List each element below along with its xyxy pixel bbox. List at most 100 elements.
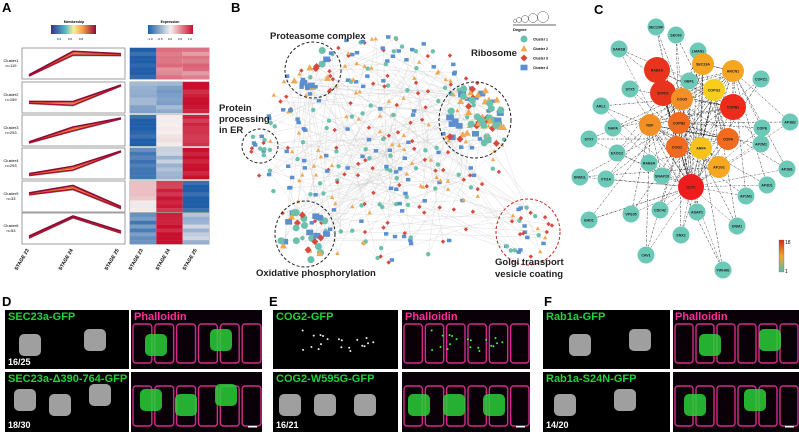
interaction-edge <box>618 48 715 91</box>
network-node <box>300 77 306 82</box>
scale-bar <box>785 426 794 428</box>
network-node <box>465 108 473 115</box>
protein-node: AP1G1 <box>708 156 730 178</box>
network-node <box>329 194 335 199</box>
network-node <box>342 172 347 177</box>
heatmap-cell <box>156 109 183 114</box>
interaction-edge <box>605 122 680 180</box>
network-edge <box>311 238 450 241</box>
d-top-label: SEC23a-GFP <box>8 311 75 323</box>
network-node <box>297 71 302 76</box>
panel-b-network: Proteasome complex Ribosome Protein proc… <box>219 11 564 280</box>
network-edge <box>415 51 499 121</box>
interaction-edge <box>678 121 791 124</box>
network-node <box>431 65 436 69</box>
gfp-cell <box>314 394 336 416</box>
network-node <box>367 155 372 161</box>
network-edge <box>364 42 463 93</box>
cell-outline <box>488 323 509 364</box>
network-edge <box>473 138 481 176</box>
node-circle <box>752 70 770 88</box>
network-node <box>277 237 285 245</box>
protein-node: SEC23IP <box>647 18 665 36</box>
heatmap-cell <box>182 175 209 180</box>
node-circle <box>639 114 661 136</box>
node-label: AP1M1 <box>740 194 752 198</box>
heatmap-cell <box>182 228 209 233</box>
network-node <box>292 237 300 245</box>
network-edge <box>316 66 527 208</box>
heatmap-cell <box>182 192 209 197</box>
node-circle <box>668 112 690 134</box>
network-node <box>329 163 335 168</box>
network-node <box>451 118 459 125</box>
network-node <box>250 134 256 140</box>
gfp-puncta <box>446 348 449 351</box>
gfp-puncta <box>301 329 304 332</box>
network-node <box>289 149 295 154</box>
interaction-edge <box>676 78 762 148</box>
network-edge <box>449 136 464 180</box>
network-node <box>322 231 330 237</box>
heatmap-cell <box>156 122 183 127</box>
network-node <box>324 125 329 131</box>
network-node <box>399 209 405 213</box>
cluster-profile-box <box>21 81 126 114</box>
network-node <box>386 98 392 103</box>
network-node <box>522 224 527 228</box>
network-node <box>313 85 318 89</box>
network-node <box>379 204 385 210</box>
network-edge <box>296 121 456 229</box>
network-edge <box>328 207 521 235</box>
network-node <box>460 85 468 93</box>
gfp-cell <box>279 394 301 416</box>
heatmap-cell <box>130 115 157 120</box>
network-edge <box>385 63 541 252</box>
network-node <box>349 114 355 119</box>
network-node <box>469 146 475 150</box>
node-circle <box>651 201 669 219</box>
protein-node: EHD1 <box>580 211 598 229</box>
protein-node: VTI1A <box>597 170 615 188</box>
interaction-edge <box>588 186 692 221</box>
network-node <box>518 215 524 221</box>
module-label-golgi-1: Golgi transport <box>495 257 564 268</box>
heatmap-cell <box>130 67 157 72</box>
scale-bar <box>516 426 525 428</box>
gfp-puncta <box>365 337 368 340</box>
network-edge <box>292 96 465 178</box>
network-edge <box>460 101 536 217</box>
network-node <box>538 249 543 254</box>
gfp-cell <box>84 329 106 351</box>
gfp-cell <box>554 394 576 416</box>
network-node <box>446 114 454 121</box>
heatmap-cell <box>130 138 157 143</box>
interaction-edge <box>690 168 788 188</box>
legend-label: Cluster 1 <box>533 38 548 42</box>
heatmap-cell <box>156 184 183 189</box>
gfp-cell <box>443 394 465 416</box>
network-node <box>397 166 403 171</box>
network-edge <box>307 85 317 236</box>
degree-label: Degree <box>513 27 527 32</box>
node-label: SEC23IP <box>649 25 664 29</box>
gfp-cell <box>569 334 591 356</box>
network-edge <box>408 117 450 143</box>
network-node <box>350 204 355 209</box>
network-node <box>405 88 410 93</box>
legend-label: Cluster 4 <box>533 66 548 70</box>
heatmap-cell <box>156 148 183 153</box>
network-node <box>394 170 399 174</box>
heatmap-cell <box>182 148 209 153</box>
network-node <box>284 149 289 154</box>
node-circle <box>637 246 655 264</box>
protein-node: GBF1 <box>680 72 698 90</box>
network-edge <box>348 55 451 82</box>
network-edge <box>315 59 407 195</box>
network-node <box>473 113 481 121</box>
network-node <box>288 185 293 190</box>
heatmap-cell <box>130 109 157 114</box>
network-node <box>392 234 398 239</box>
heatmap-cell <box>156 171 183 176</box>
interaction-edge <box>649 106 734 126</box>
